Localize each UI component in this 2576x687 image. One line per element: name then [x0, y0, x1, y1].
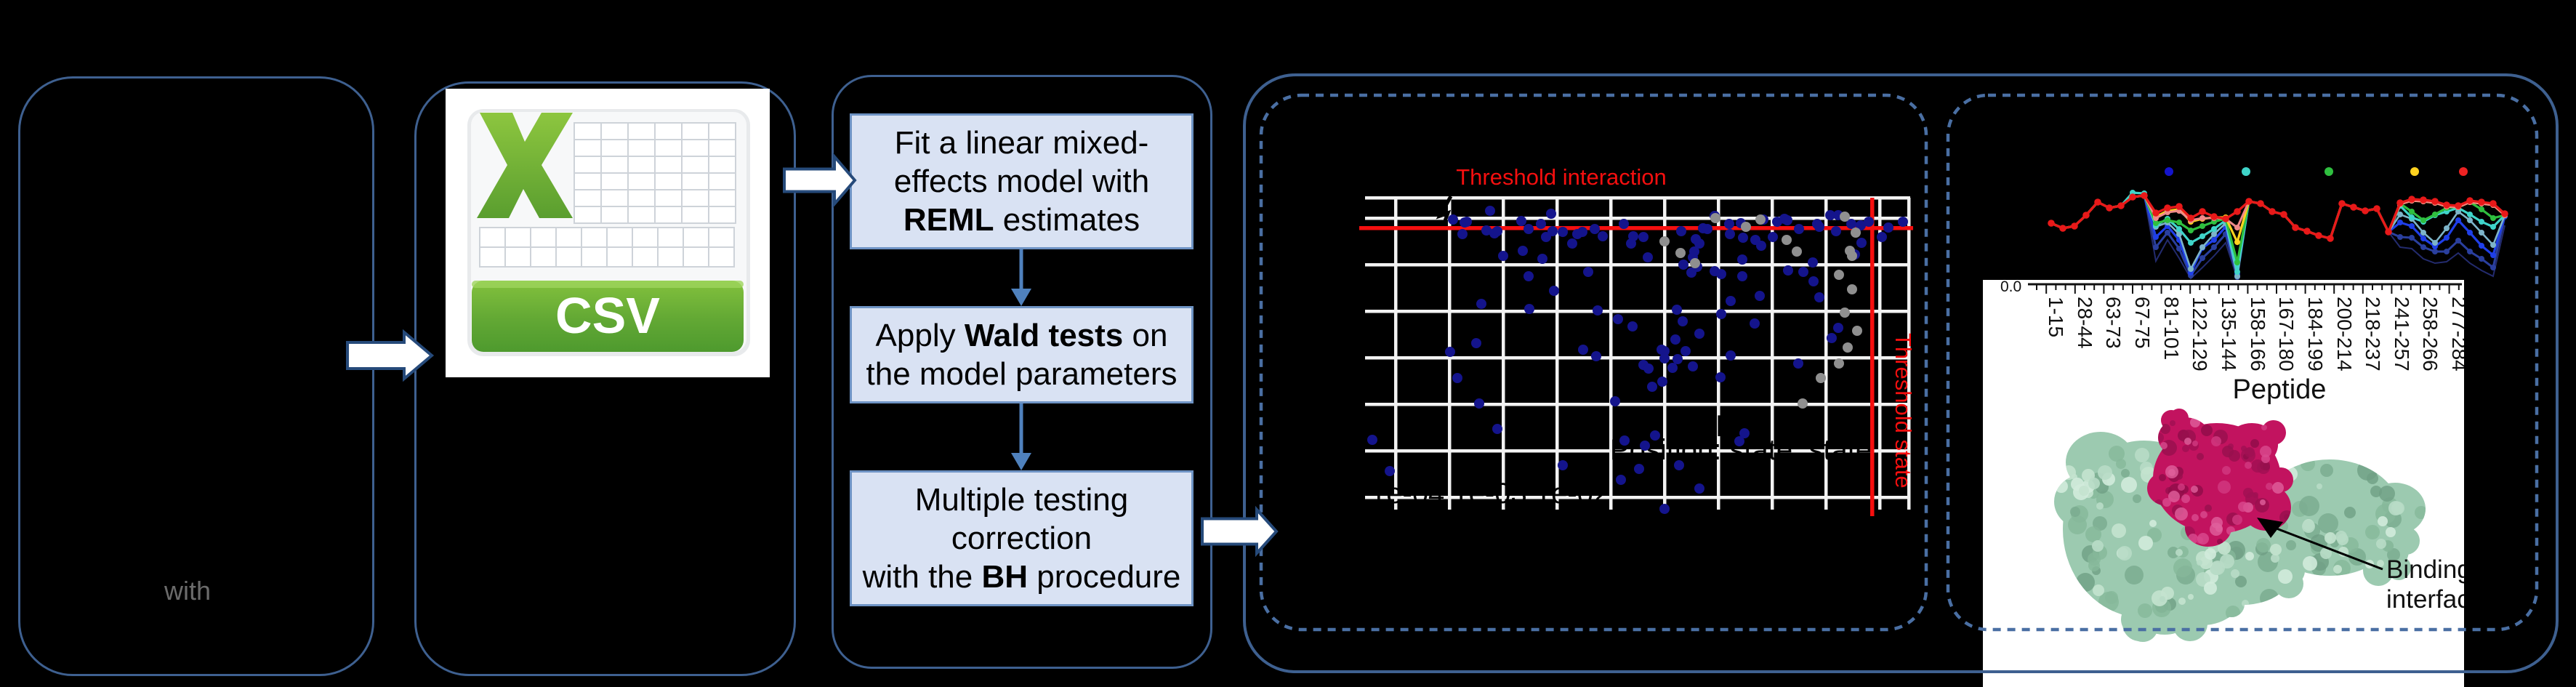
svg-text:interface: interface [2386, 585, 2484, 614]
svg-text:122-129: 122-129 [2189, 297, 2211, 371]
svg-text:81-101: 81-101 [2160, 297, 2183, 360]
svg-text:63-73: 63-73 [2102, 297, 2125, 349]
svg-text:Binding: Binding [2386, 555, 2471, 584]
svg-text:1e-04 1e-03 1e-02: 1e-04 1e-03 1e-02 [1370, 478, 1609, 510]
svg-text:167-180: 167-180 [2275, 297, 2298, 371]
svg-text:200-214: 200-214 [2333, 297, 2356, 371]
svg-text:Peptide: Peptide [2233, 374, 2327, 405]
svg-text:28-44: 28-44 [2074, 297, 2096, 349]
svg-text:Threshold state: Threshold state [1891, 333, 1916, 489]
svg-text:158-166: 158-166 [2247, 297, 2269, 371]
svg-text:258-266: 258-266 [2419, 297, 2442, 371]
svg-text:67-75: 67-75 [2131, 297, 2154, 349]
svg-text:135-144: 135-144 [2218, 297, 2240, 371]
svg-text:0.0: 0.0 [2000, 278, 2021, 295]
svg-text:Threshold interaction: Threshold interaction [1456, 164, 1667, 190]
svg-text:CSV: CSV [555, 287, 660, 344]
svg-text:277-284: 277-284 [2448, 297, 2471, 371]
svg-text:1-15: 1-15 [2045, 297, 2067, 337]
svg-text:241-257: 241-257 [2391, 297, 2413, 371]
svg-text:184-199: 184-199 [2304, 297, 2327, 371]
svg-text:218-237: 218-237 [2362, 297, 2384, 371]
